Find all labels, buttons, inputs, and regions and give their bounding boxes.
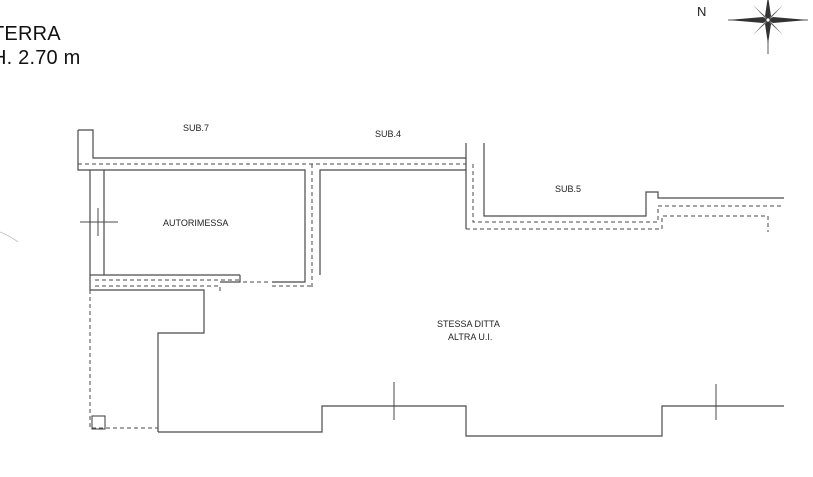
building-outline	[77, 129, 784, 437]
room-label-sub7: SUB.7	[183, 123, 209, 133]
room-label-sub4: SUB.4	[375, 129, 401, 139]
pencil-mark	[0, 231, 19, 243]
room-label-same-owner-2: ALTRA U.I.	[448, 332, 492, 342]
cross-markers	[80, 208, 717, 420]
room-label-same-owner-1: STESSA DITTA	[437, 319, 500, 329]
dashed-boundaries	[78, 163, 784, 429]
floor-title: TERRA H. 2.70 m	[0, 22, 81, 70]
floor-name: TERRA	[0, 23, 61, 45]
compass-rose-icon	[728, 0, 808, 54]
small-square-marker	[91, 415, 106, 430]
room-label-sub5: SUB.5	[555, 184, 581, 194]
north-letter: N	[697, 4, 706, 19]
floor-height: H. 2.70 m	[0, 47, 81, 69]
room-label-garage: AUTORIMESSA	[163, 218, 228, 228]
